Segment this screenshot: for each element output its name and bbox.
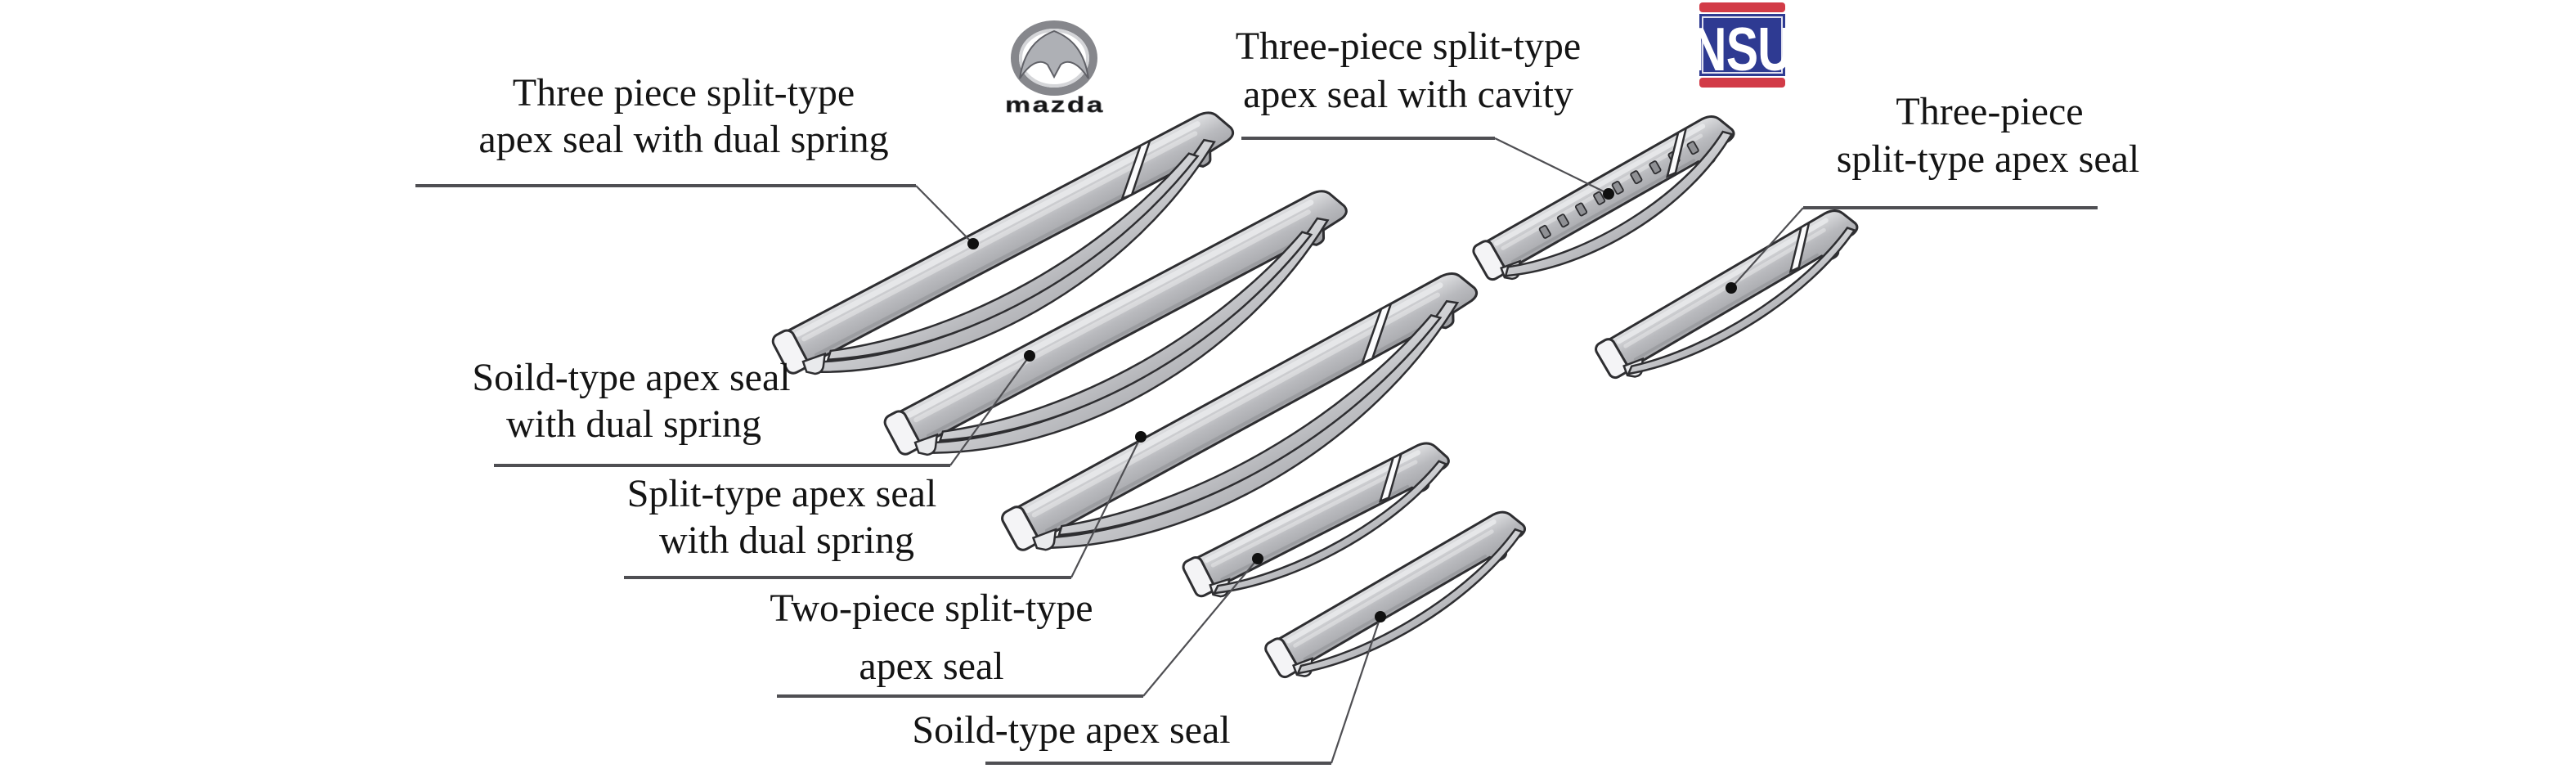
label-solid-line1: Soild-type apex seal	[912, 708, 1230, 752]
label-three-piece-cavity-line1: Three-piece split-type	[1236, 25, 1581, 68]
nsu-field	[1699, 14, 1785, 76]
label-split-dual-line1: Split-type apex seal	[627, 472, 937, 515]
dot-solid-dual	[1024, 350, 1035, 362]
label-three-piece-dual-line1: Three piece split-type	[513, 71, 855, 115]
nsu-text: NSU	[1692, 16, 1792, 84]
cavity-seal-spring	[1504, 130, 1734, 277]
mazda-wings-icon	[1019, 29, 1089, 79]
nsu-inner-border	[1702, 16, 1783, 74]
dot-three-piece-dual	[967, 238, 979, 249]
leader-three-piece-cavity	[1494, 137, 1609, 195]
label-split-dual-line2: with dual spring	[659, 519, 914, 562]
dot-solid	[1375, 611, 1386, 622]
label-three-piece-line1: Three-piece	[1896, 90, 2083, 133]
nsu-top-stripe	[1699, 2, 1785, 12]
mazda-wordmark: mazda	[1005, 92, 1105, 117]
mazda-logo: mazda	[1005, 20, 1105, 117]
label-two-piece-line1: Two-piece split-type	[770, 586, 1093, 630]
dot-three-piece-cavity	[1603, 188, 1614, 200]
callout-dots	[967, 188, 1737, 622]
dot-split-dual	[1135, 431, 1147, 443]
callout-lines	[415, 137, 2098, 765]
nsu-logo: NSU	[1692, 2, 1793, 88]
label-three-piece-dual-line2: apex seal with dual spring	[478, 118, 888, 161]
label-two-piece-line2: apex seal	[859, 645, 1003, 688]
label-three-piece-line2: split-type apex seal	[1837, 137, 2140, 181]
leader-solid-dual	[949, 355, 1030, 466]
leader-two-piece	[1142, 558, 1259, 697]
seal-three-piece-cavity	[1471, 107, 1752, 305]
nsu-bottom-stripe	[1699, 78, 1785, 88]
leader-three-piece-dual	[915, 185, 974, 245]
dot-three-piece	[1726, 282, 1737, 294]
leader-split-dual	[1070, 436, 1142, 578]
leader-three-piece	[1730, 207, 1804, 289]
label-three-piece-cavity-line2: apex seal with cavity	[1243, 73, 1573, 116]
seal-three-piece-split	[1594, 201, 1870, 392]
label-solid-dual-line1: Soild-type apex seal	[472, 356, 790, 399]
leader-solid	[1330, 616, 1382, 764]
label-solid-dual-line2: with dual spring	[506, 402, 761, 446]
dot-two-piece	[1252, 553, 1263, 564]
